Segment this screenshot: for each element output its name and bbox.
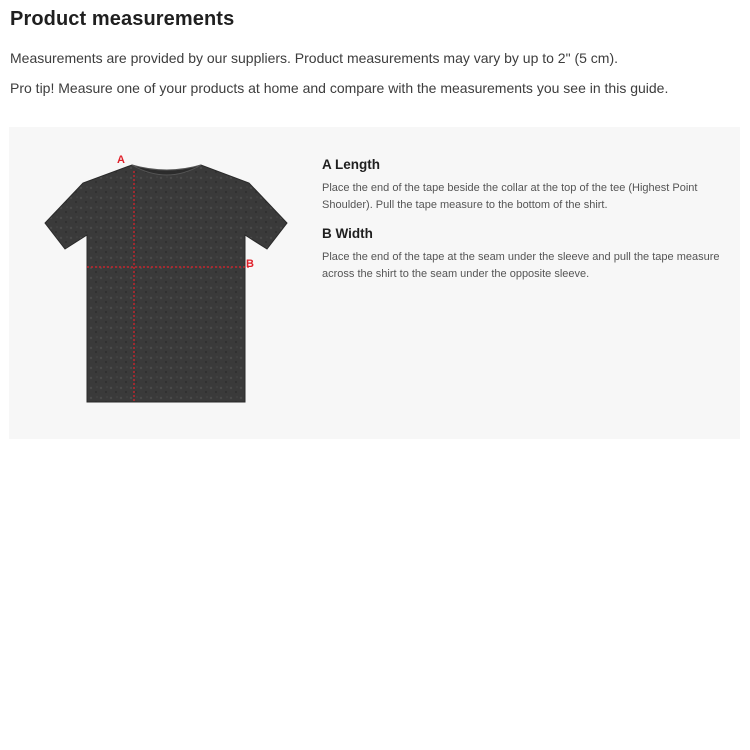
tshirt-body-shape [44,164,288,403]
measurement-b-block: B Width Place the end of the tape at the… [322,226,722,283]
measurement-guide-panel: A B A Length Place the end of the tape b… [9,127,740,439]
label-b: B [246,258,254,270]
tshirt-diagram: A B [39,145,299,415]
measurement-a-heading: A Length [322,157,380,172]
intro-suppliers-note: Measurements are provided by our supplie… [10,50,619,66]
measurement-b-description: Place the end of the tape at the seam un… [322,251,720,280]
measurement-a-block: A Length Place the end of the tape besid… [322,157,722,214]
label-a: A [117,154,125,166]
tshirt-illustration: A B [44,154,288,403]
page-title: Product measurements [10,8,235,30]
measurement-instructions: A Length Place the end of the tape besid… [322,157,722,283]
tshirt-collar [131,164,202,176]
measurement-b-heading: B Width [322,226,373,241]
intro-pro-tip: Pro tip! Measure one of your products at… [10,80,669,96]
measurement-a-description: Place the end of the tape beside the col… [322,182,698,211]
